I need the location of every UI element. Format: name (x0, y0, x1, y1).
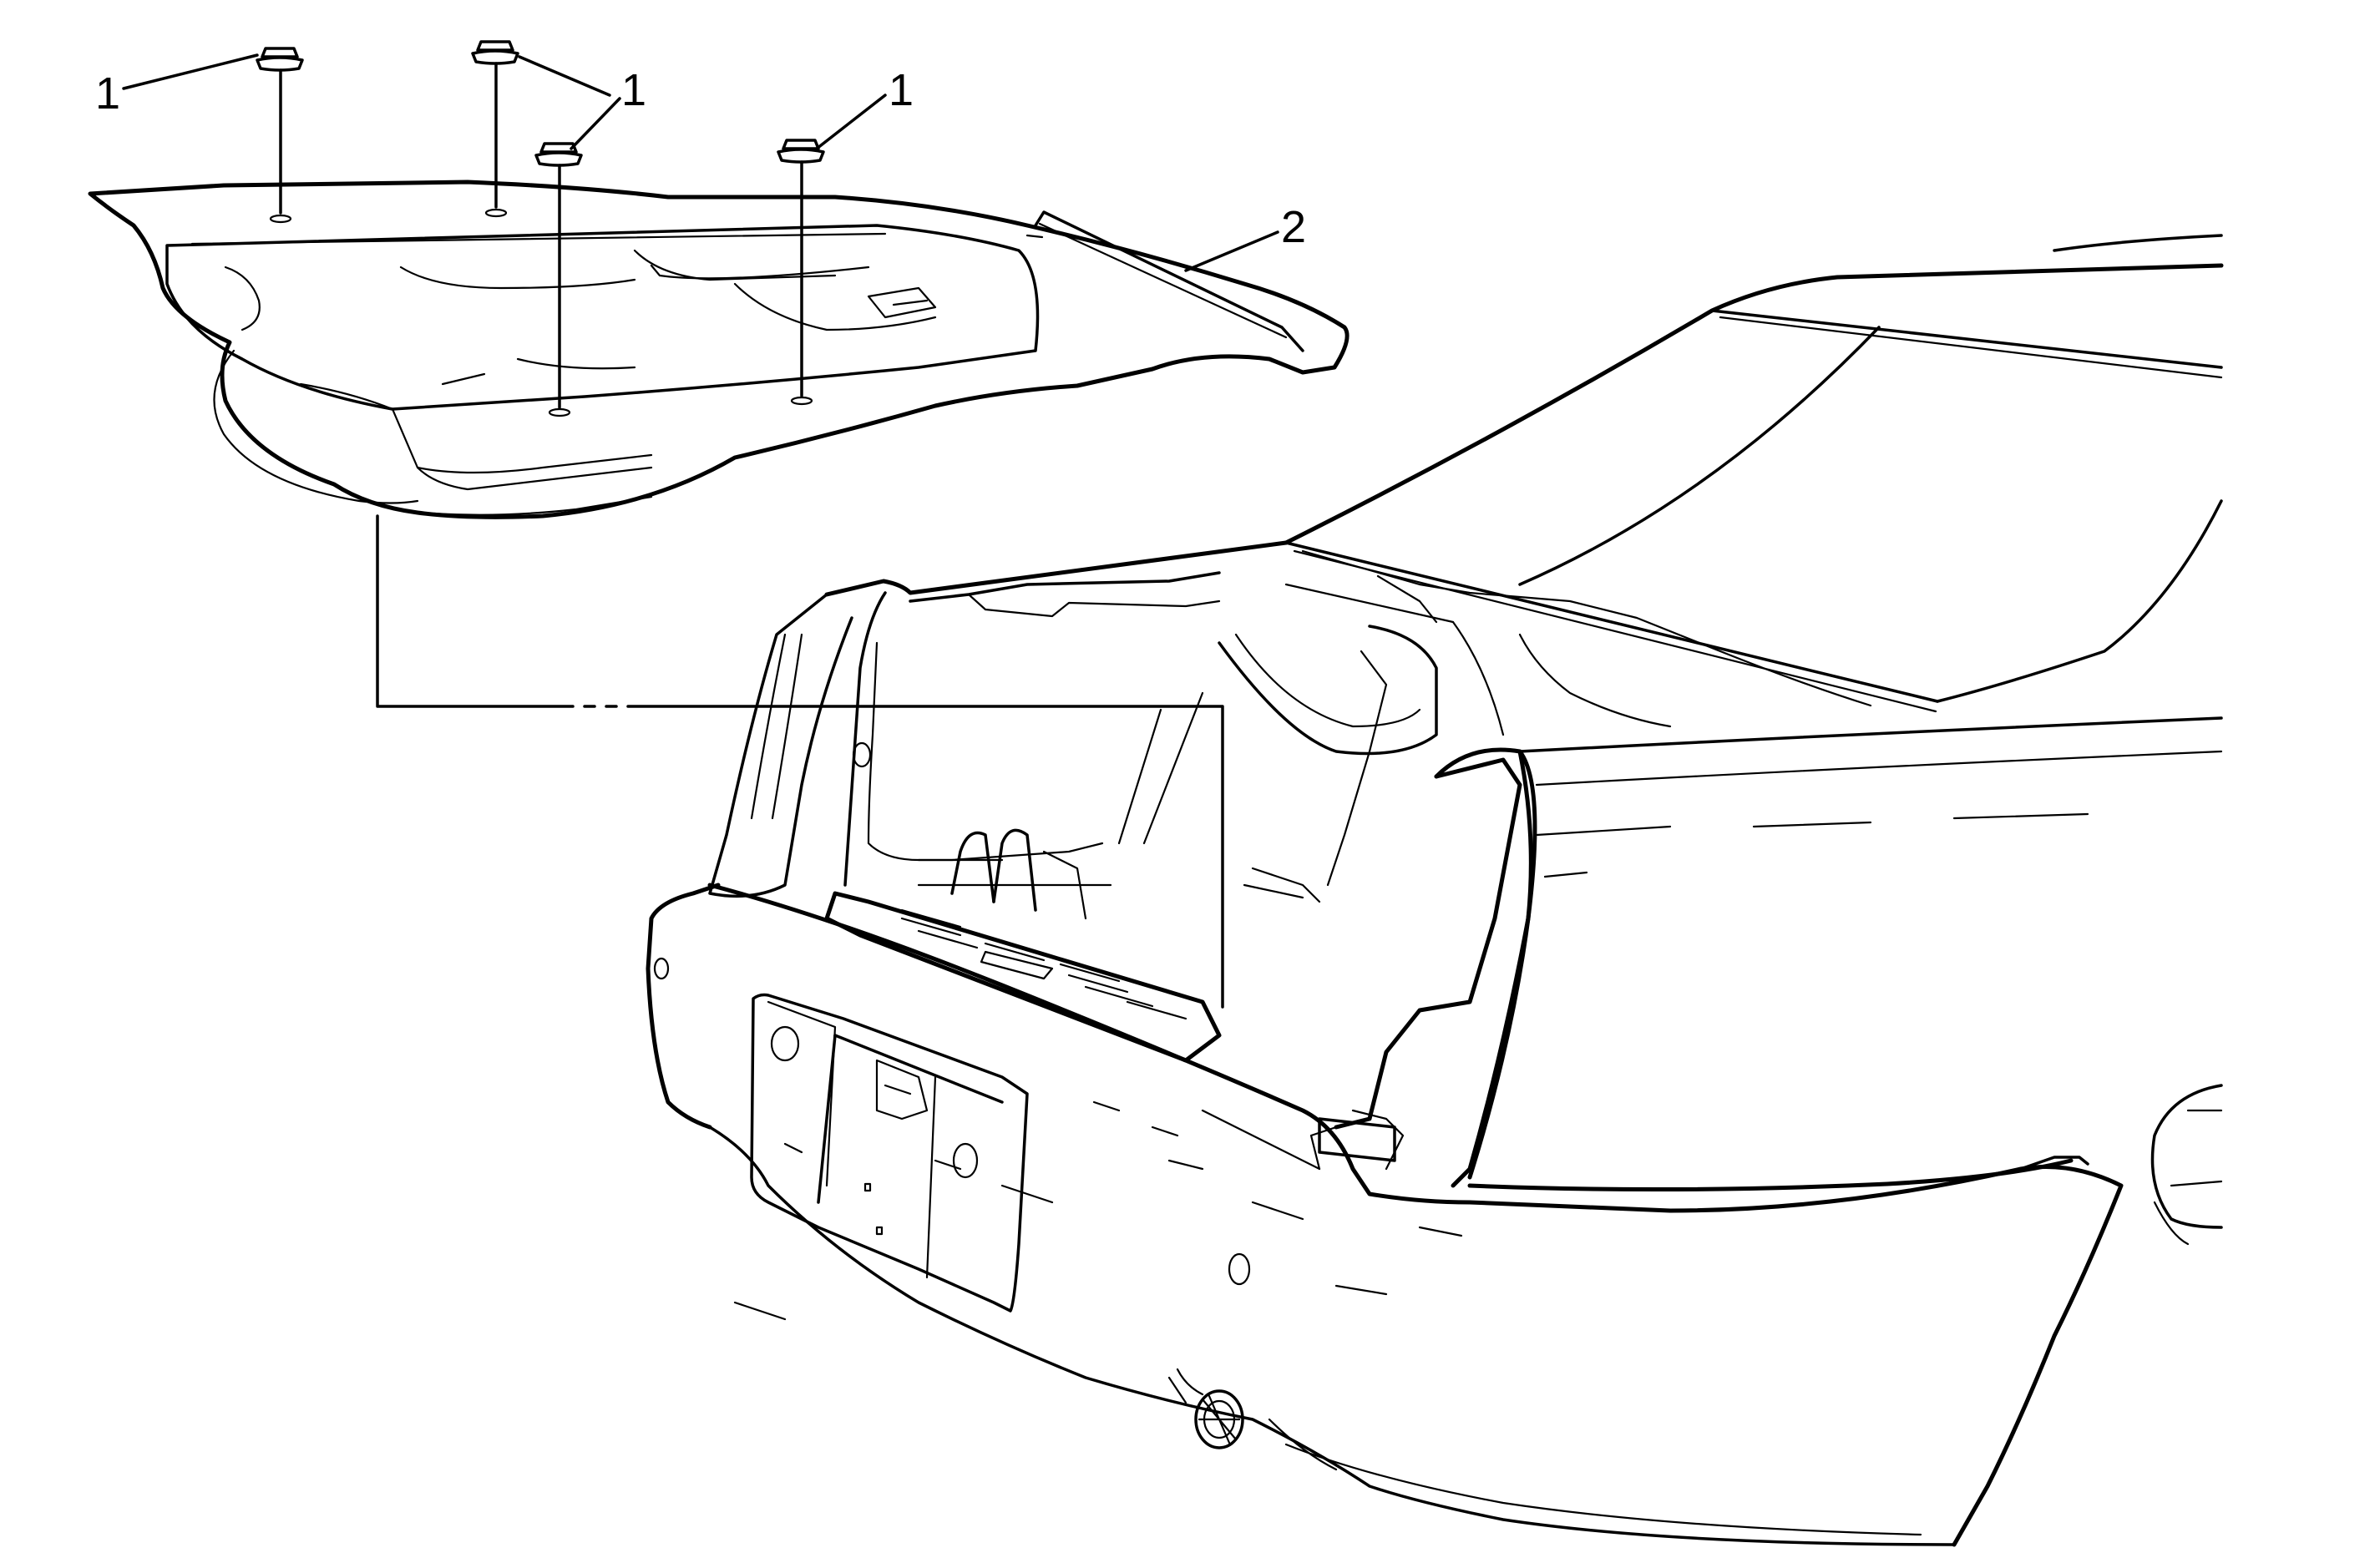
installation-path-line (376, 514, 1224, 1009)
fastener-icon (471, 40, 519, 218)
fastener-icon (256, 47, 304, 224)
sill-vents (900, 908, 1187, 1020)
callout-2: 2 (1281, 202, 1306, 252)
callout-1-center: 1 (621, 65, 646, 115)
exhaust-tip-icon (1194, 1389, 1244, 1449)
callout-1-right: 1 (889, 65, 914, 115)
vehicle-rear (646, 234, 2224, 1547)
trunk-trim-panel (88, 180, 1350, 519)
fastener-icon (534, 142, 583, 417)
callout-1-left: 1 (95, 68, 120, 119)
callout-leaders (122, 53, 1279, 272)
